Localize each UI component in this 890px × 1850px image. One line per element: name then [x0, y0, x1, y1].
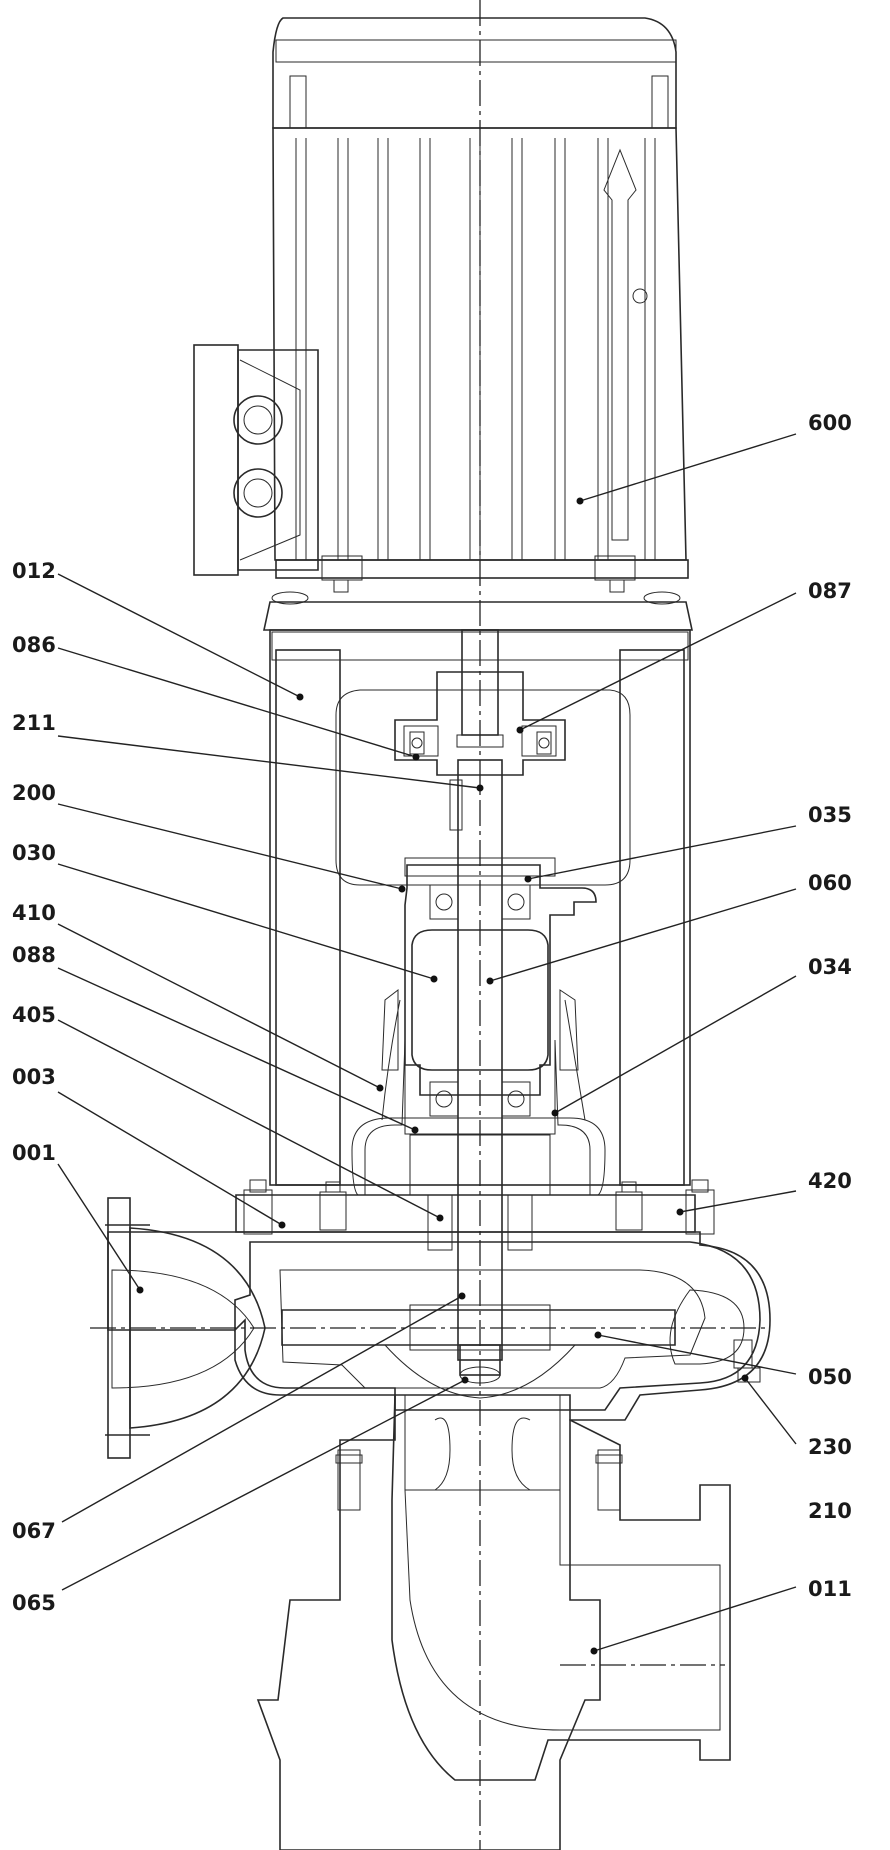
leader-lines — [57, 433, 797, 1655]
label-211: 211 — [12, 711, 56, 735]
discharge-elbow-011 — [335, 1394, 731, 1781]
terminal-box — [193, 344, 319, 576]
label-088: 088 — [12, 943, 56, 967]
label-200: 200 — [12, 781, 56, 805]
label-087: 087 — [808, 579, 852, 603]
label-230: 230 — [808, 1435, 852, 1459]
label-011: 011 — [808, 1577, 852, 1601]
label-420: 420 — [808, 1169, 852, 1193]
label-003: 003 — [12, 1065, 56, 1089]
label-050: 050 — [808, 1365, 852, 1389]
label-034: 034 — [808, 955, 852, 979]
bearing-housing-200 — [404, 857, 597, 1135]
label-086: 086 — [12, 633, 56, 657]
label-012: 012 — [12, 559, 56, 583]
label-001: 001 — [12, 1141, 56, 1165]
motor-600 — [193, 17, 693, 631]
labels-left: 012 086 211 200 030 410 088 405 003 001 … — [12, 559, 56, 1615]
pump-casing-001 — [105, 1197, 771, 1850]
label-600: 600 — [808, 411, 852, 435]
labels-right: 600 087 035 060 034 420 050 230 210 011 — [808, 411, 852, 1601]
label-030: 030 — [12, 841, 56, 865]
coupling-087 — [394, 671, 566, 776]
label-210: 210 — [808, 1499, 852, 1523]
casing-cover-003 — [351, 988, 606, 1251]
shaft-060 — [449, 629, 504, 1361]
label-065: 065 — [12, 1591, 56, 1615]
label-410: 410 — [12, 901, 56, 925]
label-035: 035 — [808, 803, 852, 827]
label-060: 060 — [808, 871, 852, 895]
label-067: 067 — [12, 1519, 56, 1543]
casing-flange-420 — [235, 1179, 715, 1235]
label-405: 405 — [12, 1003, 56, 1027]
